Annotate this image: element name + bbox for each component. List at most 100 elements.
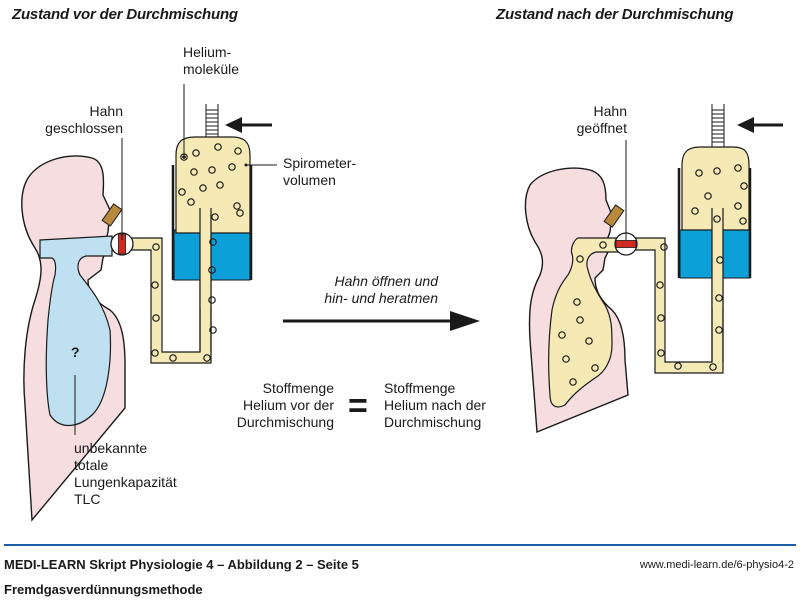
helium-molecule — [715, 326, 723, 334]
equation-left-line1: Stoffmenge — [262, 380, 334, 396]
transition-line1: Hahn öffnen und — [334, 273, 438, 289]
lung-filled-after — [548, 237, 619, 408]
equation-operator: = — [348, 387, 368, 425]
footer-source: MEDI-LEARN Skript Physiologie 4 – Abbild… — [4, 557, 359, 572]
helium-molecule — [657, 349, 665, 357]
label-helium-molecules: Helium- moleküle — [183, 44, 239, 78]
helium-molecule — [591, 364, 599, 372]
label-helium-line1: Helium- — [183, 44, 232, 60]
helium-molecule — [657, 314, 665, 322]
equation-right: Stoffmenge Helium nach der Durchmischung — [384, 380, 486, 431]
helium-molecule — [585, 337, 593, 345]
spirometer-bell-before — [175, 136, 251, 234]
push-arrow-before — [225, 117, 272, 133]
unknown-mark: ? — [71, 344, 80, 360]
label-spirometer-volume: Spirometer- volumen — [283, 155, 356, 189]
helium-molecule — [151, 349, 159, 357]
equation-left-line3: Durchmischung — [236, 414, 334, 430]
before-scene — [21, 84, 277, 522]
helium-molecule — [740, 182, 748, 190]
helium-molecule — [208, 166, 216, 174]
helium-molecule — [190, 168, 198, 176]
helium-molecule — [716, 256, 724, 264]
label-tlc-line3: Lungenkapazität — [74, 474, 177, 490]
helium-molecule — [209, 326, 217, 334]
helium-molecule — [208, 266, 216, 274]
label-hahn-open-line1: Hahn — [593, 103, 627, 119]
label-tlc-line1: unbekannte — [74, 440, 148, 456]
helium-molecule — [211, 213, 219, 221]
helium-molecule — [209, 238, 217, 246]
title-after: Zustand nach der Durchmischung — [496, 6, 734, 23]
helium-molecule — [558, 331, 566, 339]
label-helium-line2: moleküle — [183, 61, 240, 77]
helium-molecule — [656, 281, 664, 289]
helium-molecule — [152, 243, 160, 251]
footer-caption: Fremdgasverdünnungsmethode — [4, 582, 203, 597]
helium-molecule — [576, 255, 584, 263]
helium-molecule — [203, 354, 211, 362]
helium-molecule — [691, 207, 699, 215]
helium-molecule — [236, 209, 244, 217]
footer-url[interactable]: www.medi-learn.de/6-physio4-2 — [639, 559, 794, 571]
helium-molecule — [216, 181, 224, 189]
helium-molecule — [152, 314, 160, 322]
helium-molecule — [674, 362, 682, 370]
helium-molecule — [734, 202, 742, 210]
equation-left-line2: Helium vor der — [242, 397, 334, 413]
title-before: Zustand vor der Durchmischung — [12, 6, 238, 23]
after-scene — [524, 104, 783, 434]
transition-line2: hin- und heratmen — [324, 290, 438, 306]
helium-molecule — [233, 202, 241, 210]
equation-right-line2: Helium nach der — [384, 397, 486, 413]
helium-molecule — [208, 296, 216, 304]
helium-molecule — [713, 215, 721, 223]
helium-molecule — [739, 217, 747, 225]
label-tlc: unbekannte totale Lungenkapazität TLC — [74, 440, 177, 508]
helium-molecule — [660, 243, 668, 251]
label-valve-closed: Hahn geschlossen — [30, 103, 123, 137]
spirometer-water-before — [173, 229, 251, 281]
spirometer-bell-after — [681, 146, 750, 231]
helium-molecule — [187, 198, 195, 206]
helium-molecule — [228, 163, 236, 171]
equation-left: Stoffmenge Helium vor der Durchmischung — [230, 380, 334, 431]
label-spiro-line2: volumen — [283, 172, 336, 188]
helium-molecule — [709, 363, 717, 371]
helium-molecule — [704, 192, 712, 200]
scale-before — [205, 104, 219, 137]
helium-molecule — [734, 164, 742, 172]
valve-handle-open — [615, 240, 637, 248]
footer-divider — [4, 544, 796, 546]
label-tlc-line2: totale — [74, 457, 109, 473]
label-hahn-line1: Hahn — [89, 103, 123, 119]
helium-molecule — [214, 143, 222, 151]
equation-right-line3: Durchmischung — [384, 414, 482, 430]
transition-arrow — [283, 311, 480, 331]
helium-molecule — [569, 378, 577, 386]
label-hahn-open-line2: geöffnet — [576, 120, 627, 136]
helium-molecule — [234, 147, 242, 155]
transition-label: Hahn öffnen und hin- und heratmen — [290, 273, 438, 307]
equation-right-line1: Stoffmenge — [384, 380, 456, 396]
helium-molecule — [562, 355, 570, 363]
mouthpiece-after — [603, 204, 625, 228]
scale-after — [711, 104, 725, 147]
helium-molecule — [576, 316, 584, 324]
helium-molecule — [695, 169, 703, 177]
helium-molecule — [715, 294, 723, 302]
helium-molecule — [199, 184, 207, 192]
mouthpiece-before — [101, 203, 123, 227]
helium-molecule — [713, 167, 721, 175]
helium-molecule — [599, 241, 607, 249]
helium-molecules-before — [151, 143, 244, 362]
label-valve-open: Hahn geöffnet — [540, 103, 627, 137]
helium-molecule — [151, 281, 159, 289]
label-spiro-line1: Spirometer- — [283, 155, 357, 171]
helium-molecule — [169, 354, 177, 362]
label-hahn-line2: geschlossen — [45, 120, 123, 136]
helium-molecule — [192, 149, 200, 157]
helium-molecule — [573, 298, 581, 306]
push-arrow-after — [737, 117, 783, 133]
